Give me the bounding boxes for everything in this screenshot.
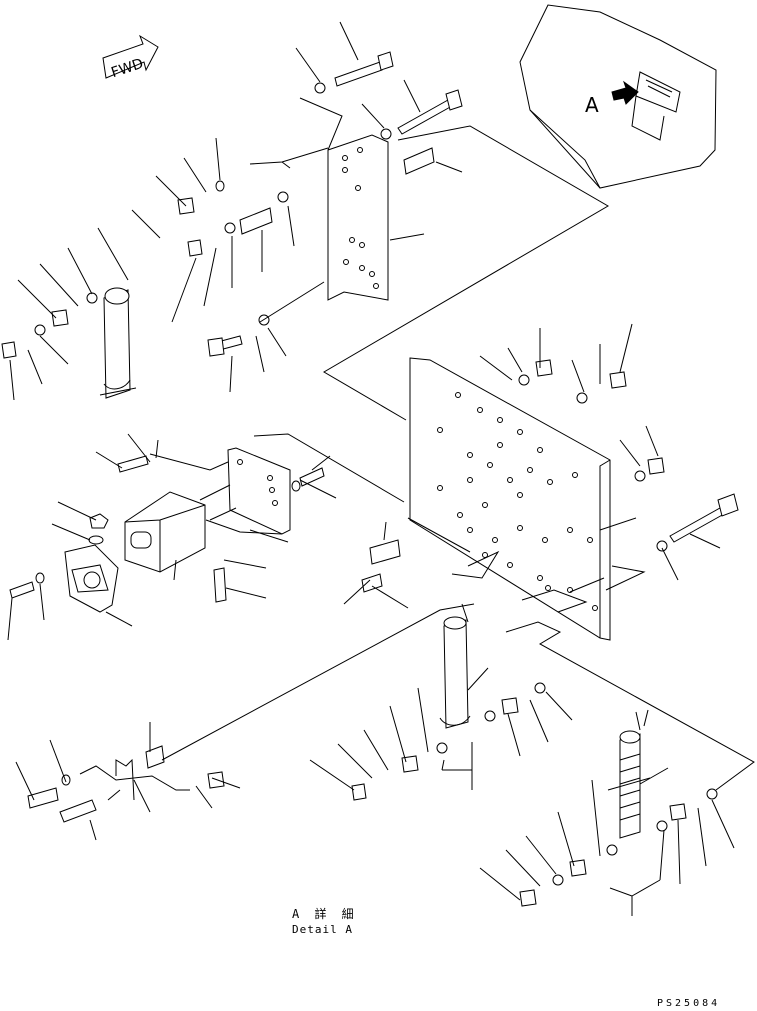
leader-lines xyxy=(7,21,735,916)
upper-bracket-plate xyxy=(327,134,389,301)
detail-title-jp: A 詳 細 xyxy=(292,907,358,921)
drawing-code: PS25084 xyxy=(657,998,721,1009)
connector-plate xyxy=(64,544,119,613)
upper-left-rod xyxy=(99,287,137,399)
washer-icon xyxy=(88,535,104,545)
fwd-arrow: FWD xyxy=(102,34,159,81)
bolts xyxy=(9,51,739,823)
bolt-icon xyxy=(334,61,383,87)
switch-box xyxy=(124,491,206,573)
fasteners xyxy=(1,82,718,907)
lower-left-bracket xyxy=(199,447,291,535)
detail-title-en: Detail A xyxy=(292,923,353,936)
right-spring-rod xyxy=(607,711,651,839)
fwd-label: FWD xyxy=(109,56,145,81)
hex-nut-icon xyxy=(89,513,109,529)
assembly-outlines xyxy=(79,97,755,801)
cab-console-inset: A xyxy=(519,4,717,189)
main-panel xyxy=(409,357,611,641)
view-a-label: A xyxy=(585,93,599,117)
center-tube xyxy=(439,603,471,729)
